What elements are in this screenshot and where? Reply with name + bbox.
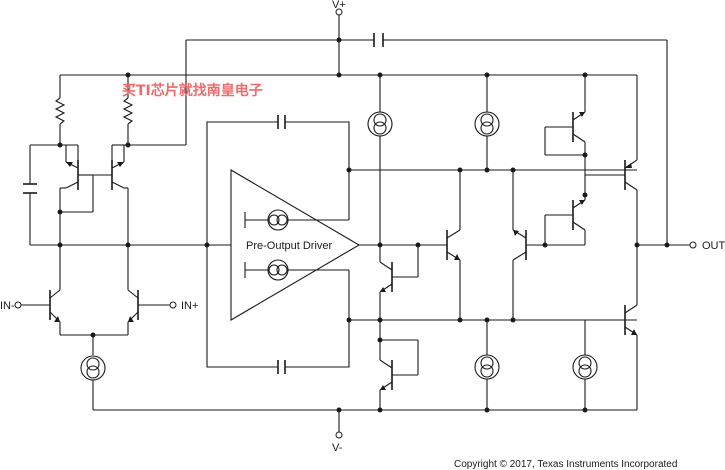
current-source-upper-2 xyxy=(474,75,500,170)
vminus-pin: V- xyxy=(332,431,343,454)
output-stage-upper-mirror xyxy=(544,75,588,195)
cascode-transistor-left xyxy=(60,145,79,190)
bias-transistor-mid-right xyxy=(512,170,548,320)
in-plus-pin: IN+ xyxy=(169,300,198,312)
cascode-bias-link xyxy=(57,174,131,290)
pre-output-driver-block: Pre-Output Driver xyxy=(206,115,361,374)
out-label: OUT xyxy=(702,240,725,252)
in-minus-pin: IN- xyxy=(0,300,22,312)
pre-output-driver-label: Pre-Output Driver xyxy=(246,240,333,252)
input-transistor-plus xyxy=(127,289,170,335)
compensation-capacitor-top xyxy=(372,33,386,47)
out-pin: OUT xyxy=(634,240,725,252)
tail-current-source xyxy=(80,355,106,410)
input-transistor-minus xyxy=(18,289,61,335)
current-source-lower-2 xyxy=(572,320,598,410)
output-stage-mid-mirror xyxy=(544,192,588,246)
output-transistor-high xyxy=(585,159,638,245)
supply-rails xyxy=(60,12,668,432)
bias-transistor-mid-left xyxy=(379,242,447,320)
current-source-lower-1 xyxy=(474,320,500,410)
cascode-transistor-right xyxy=(111,145,128,190)
vminus-label: V- xyxy=(332,442,343,454)
in-minus-label: IN- xyxy=(0,300,15,312)
input-load-resistors xyxy=(54,75,134,163)
vplus-pin: V+ xyxy=(332,0,346,16)
copyright-text: Copyright © 2017, Texas Instruments Inco… xyxy=(454,459,677,470)
bias-transistor-lower-left xyxy=(377,320,419,410)
input-tail xyxy=(60,332,128,355)
in-plus-label: IN+ xyxy=(181,300,198,312)
current-source-upper-1 xyxy=(367,75,393,245)
vplus-label: V+ xyxy=(332,0,346,11)
bias-transistor-mid-center xyxy=(446,170,461,320)
input-cap-left xyxy=(23,142,131,245)
output-transistor-low xyxy=(624,245,638,410)
watermark-text: 买TI芯片就找南皇电子 xyxy=(122,82,263,99)
